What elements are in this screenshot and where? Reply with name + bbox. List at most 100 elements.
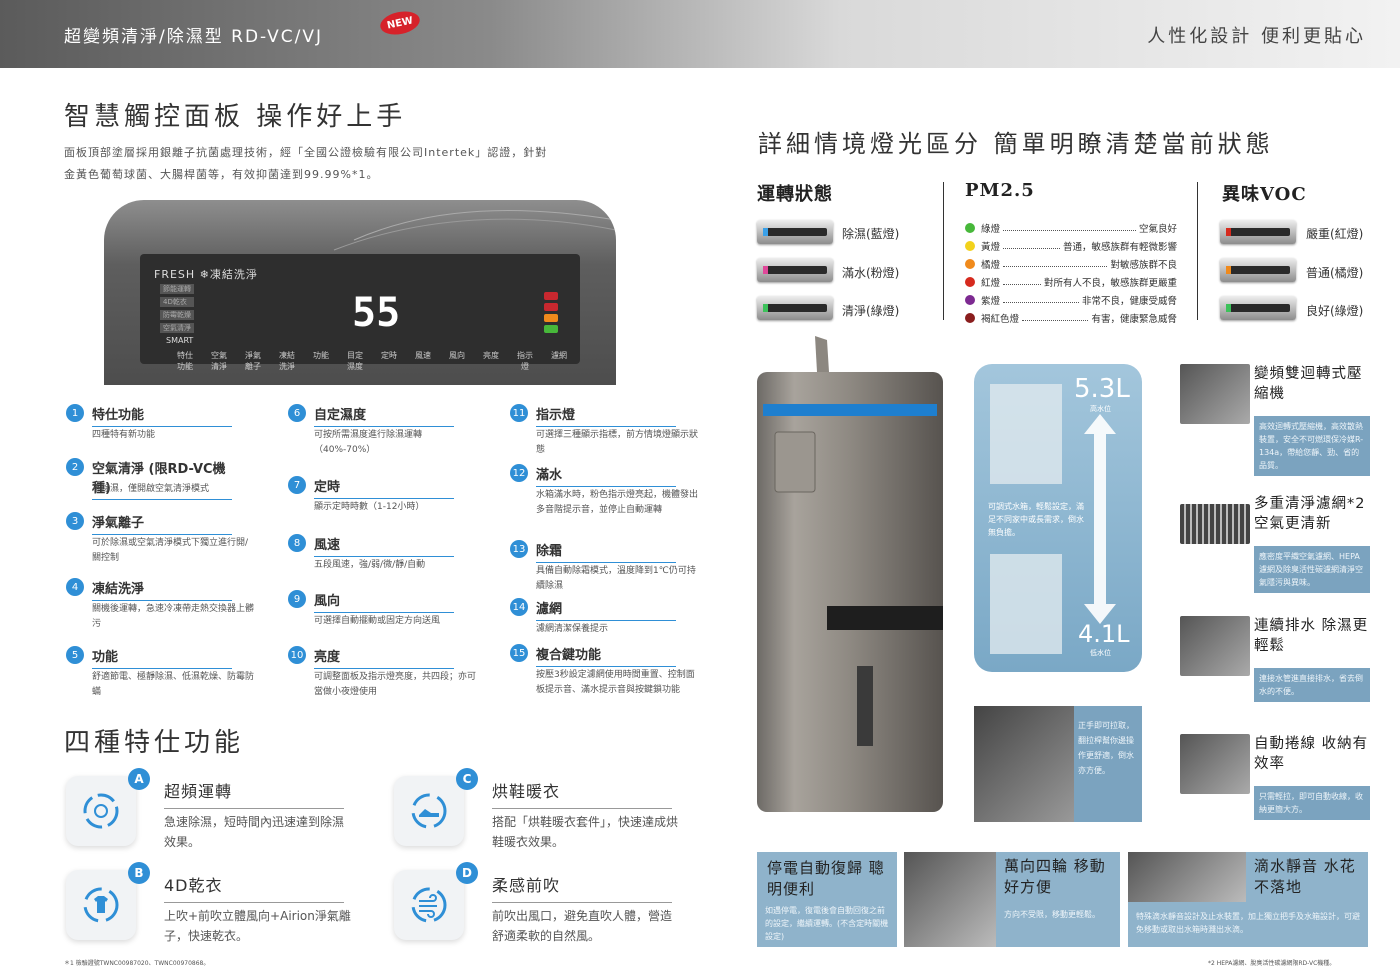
pm25-color-name: 褐紅色燈	[981, 314, 1020, 325]
drip-silent-card: 滴水靜音 水花不落地 特殊滴水靜音設計及止水裝置，加上獨立把手及水箱設計，可避免…	[1128, 852, 1368, 947]
feature-desc: 水箱滿水時，粉色指示燈亮起，機體發出多音階提示音，並停止自動運轉	[536, 490, 699, 515]
feature-item: 13 除霜 具備自動除霜模式，溫度降到1℃仍可持續除濕	[510, 540, 696, 596]
feature-number: 5	[66, 646, 84, 664]
feature-desc: 可按所需濕度進行除濕運轉（40%-70%）	[314, 430, 423, 455]
tank-high-value: 5.3L	[1074, 374, 1130, 404]
panel-left-label: 防霉乾燥	[160, 310, 194, 320]
feature-number: 6	[288, 404, 306, 422]
feature-desc: 舒適節電、極靜除濕、低濕乾燥、防霉防蟎	[92, 672, 255, 697]
indicator-orange	[544, 314, 558, 322]
tank-low-value: 4.1L	[1078, 620, 1130, 648]
feature-title: 淨氣離子	[92, 512, 232, 535]
handle-card: 正手即可拉取，翻拉桿幫你邊操作更舒適，倒水亦方便。	[974, 706, 1142, 822]
tank-low-label: 低水位	[1090, 649, 1111, 657]
feature-title: 風向	[314, 590, 454, 613]
feature-title: 自定濕度	[314, 404, 454, 427]
drain-photo	[1180, 616, 1250, 676]
footnote-left: ＊1 檢驗證號TWNC00987020、TWNC00970868。	[64, 960, 210, 967]
card-desc: 特殊滴水靜音設計及止水裝置，加上獨立把手及水箱設計，可避免移動或取出水箱時濺出水…	[1136, 912, 1360, 934]
power-restore-card: 停電自動復歸 聰明便利 如遇停電，復電後會自動回復之前的設定，繼續運轉。(不含定…	[757, 852, 897, 947]
feature-desc: 顯示定時時數（1-12小時）	[314, 502, 425, 512]
voc-label: 普通(橘燈)	[1306, 266, 1364, 280]
tank-desc: 可調式水箱，輕鬆設定，滿足不同家中或長需求，倒水無負擔。	[988, 502, 1084, 537]
feature-desc: 可調整面板及指示燈亮度，共四段；亦可當做小夜燈使用	[314, 672, 477, 697]
card-desc: 高效迴轉式壓縮機，高效散熱裝置，安全不可燃環保冷媒R-134a，帶給您靜、勁、省…	[1254, 416, 1370, 476]
feature-title: 複合鍵功能	[536, 644, 676, 667]
special-feature-title: 柔感前吹	[492, 872, 672, 903]
tank-handle-photo	[1128, 852, 1246, 902]
pm25-row: 橘燈對敏感族群不良	[965, 257, 1177, 271]
cord-card: 自動捲線 收納有效率 只需輕拉，即可自動收線，收納更簡大方。	[1180, 734, 1370, 824]
feature-number: 2	[66, 458, 84, 476]
feature-letter: B	[128, 862, 150, 884]
smart-label: SMART	[166, 336, 194, 345]
indicator-red	[544, 303, 558, 311]
red-dot-icon	[965, 277, 975, 287]
pm25-level: 有害，健康緊急威脅	[1091, 314, 1177, 325]
card-title: 自動捲線 收納有效率	[1254, 736, 1369, 772]
panel-button-label: 空氣清淨	[211, 351, 227, 371]
feature-number: 10	[288, 646, 306, 664]
panel-indicator-lights	[544, 292, 558, 333]
card-desc: 連接水管進直接排水，省去倒水的不便。	[1254, 668, 1370, 702]
pm25-level: 對所有人不良，敏感族群更嚴重	[1043, 278, 1177, 289]
panel-left-label: 4D乾衣	[160, 297, 194, 307]
feature-title: 指示燈	[536, 404, 676, 427]
pm25-row: 綠燈空氣良好	[965, 221, 1177, 235]
feature-item: 10 亮度 可調整面板及指示燈亮度，共四段；亦可當做小夜燈使用	[288, 646, 477, 706]
special-feature-title: 烘鞋暖衣	[492, 778, 672, 809]
panel-brand: FRESH ❄凍結洗淨	[154, 268, 258, 281]
feature-desc: 關機後運轉，急速冷凍帶走熱交換器上髒污	[92, 604, 255, 629]
divider	[1197, 182, 1198, 320]
special-feature-a: A 超頻運轉 急速除濕，短時間內迅速達到除濕效果。	[66, 768, 366, 866]
special-feature-c: C 烘鞋暖衣 搭配「烘鞋暖衣套件」，快速達成烘鞋暖衣效果。	[394, 768, 694, 866]
panel-left-label: 空氣清淨	[160, 323, 194, 333]
voc-light-green	[1220, 296, 1296, 320]
panel-button-label: 風向	[449, 351, 465, 360]
power-plug-photo	[1180, 734, 1250, 794]
voc-label: 良好(綠燈)	[1306, 304, 1364, 318]
feature-number: 9	[288, 590, 306, 608]
filter-card: 多重清淨濾網*2 空氣更清新 應密度平織空氣濾網、HEPA濾網及除臭活性碳濾網清…	[1180, 494, 1370, 593]
panel-button-label: 濾網	[551, 351, 567, 360]
pm25-color-name: 黃燈	[981, 242, 1001, 253]
status-label: 除濕(藍燈)	[842, 227, 900, 241]
panel-left-labels: 節能運轉 4D乾衣 防霉乾燥 空氣清淨	[160, 284, 194, 333]
water-tank-box: 5.3L 高水位 可調式水箱，輕鬆設定，滿足不同家中或長需求，倒水無負擔。 4.…	[974, 364, 1142, 672]
maroon-dot-icon	[965, 313, 975, 323]
feature-letter: A	[128, 768, 150, 790]
feature-item: 8 風速 五段風速，強/弱/微/靜/自動	[288, 534, 473, 584]
feature-desc: 按壓3秒設定濾網使用時間重置、控制面板提示音、滿水提示音與按鍵鎖功能	[536, 670, 695, 695]
card-title: 連續排水 除濕更輕鬆	[1254, 618, 1369, 654]
voc-light-orange	[1220, 258, 1296, 282]
panel-left-label: 節能運轉	[160, 284, 194, 294]
handle-desc: 正手即可拉取，翻拉桿幫你邊操作更舒適，倒水亦方便。	[1078, 721, 1134, 775]
pm25-color-name: 橘燈	[981, 260, 1001, 271]
card-desc: 應密度平織空氣濾網、HEPA濾網及除臭活性碳濾網清淨空氣隱污與異味。	[1254, 546, 1370, 593]
status-light-blue	[757, 220, 833, 244]
special-feature-desc: 前吹出風口，避免直吹人體，營造舒適柔軟的自然風。	[492, 909, 673, 943]
feature-item: 15 複合鍵功能 按壓3秒設定濾網使用時間重置、控制面板提示音、滿水提示音與按鍵…	[510, 644, 695, 714]
feature-item: 7 定時 顯示定時時數（1-12小時）	[288, 476, 473, 526]
voc-label: 嚴重(紅燈)	[1306, 227, 1364, 241]
feature-number: 4	[66, 578, 84, 596]
panel-intro: 面板頂部塗層採用銀離子抗菌處理技術，經「全國公證檢驗有限公司Intertek」認…	[64, 142, 664, 186]
control-panel-image: FRESH ❄凍結洗淨 節能運轉 4D乾衣 防霉乾燥 空氣清淨 55 SMART…	[104, 200, 616, 385]
feature-item: 1 特仕功能 四種特有新功能	[66, 404, 251, 454]
filter-photo	[1180, 504, 1250, 544]
intro-line-1: 面板頂部塗層採用銀離子抗菌處理技術，經「全國公證檢驗有限公司Intertek」認…	[64, 146, 548, 159]
feature-item: 4 凍結洗淨 關機後運轉，急速冷凍帶走熱交換器上髒污	[66, 578, 255, 638]
card-title: 萬向四輪 移動好方便	[1004, 857, 1106, 896]
feature-title: 滿水	[536, 464, 676, 487]
panel-section-title: 智慧觸控面板 操作好上手	[64, 102, 407, 132]
special-feature-desc: 上吹+前吹立體風向+Airion淨氣離子，快速乾衣。	[164, 909, 351, 943]
feature-title: 特仕功能	[92, 404, 232, 427]
card-desc: 只需輕拉，即可自動收線，收納更簡大方。	[1254, 786, 1370, 820]
purple-dot-icon	[965, 295, 975, 305]
feature-item: 3 淨氣離子 可於除濕或空氣清淨模式下獨立進行開/關控制	[66, 512, 251, 572]
feature-number: 14	[510, 598, 528, 616]
feature-desc: 可選擇自動擺動或固定方向送風	[314, 616, 441, 626]
feature-title: 亮度	[314, 646, 454, 669]
header-slogan: 人性化設計 便利更貼心	[1147, 26, 1366, 47]
card-desc: 如遇停電，復電後會自動回復之前的設定，繼續運轉。(不含定時關機設定)	[765, 906, 889, 941]
